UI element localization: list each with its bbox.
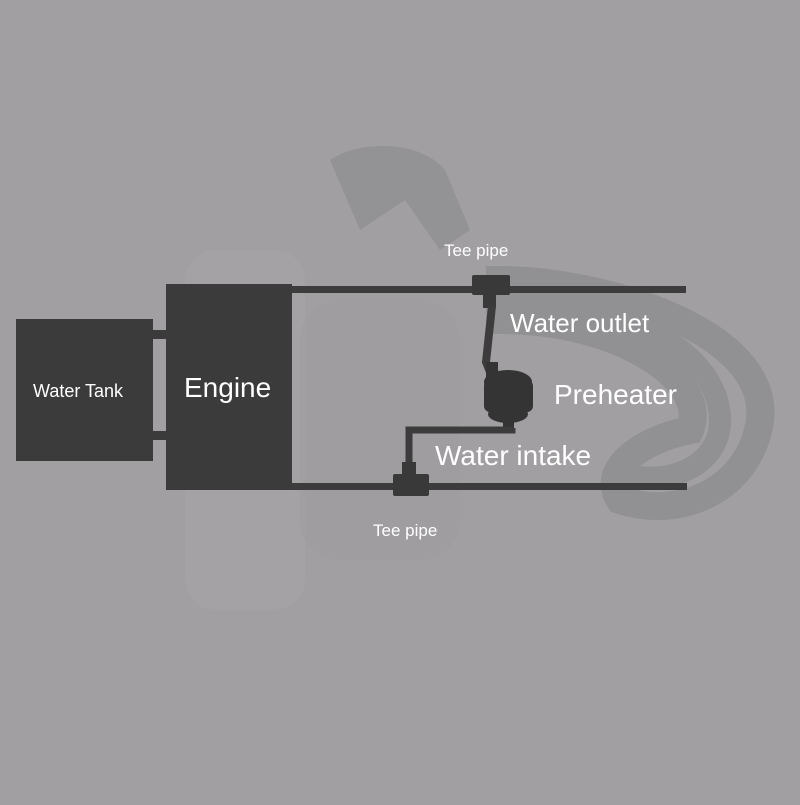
tank-engine-connector-top xyxy=(152,330,168,339)
preheater-label: Preheater xyxy=(554,379,677,410)
engine-box xyxy=(166,284,292,490)
intake-pipe xyxy=(290,483,687,490)
preheater-unit xyxy=(484,362,533,430)
tee-pipe-top-label: Tee pipe xyxy=(444,241,509,260)
water-intake-label: Water intake xyxy=(435,440,592,471)
tee-pipe-bottom-label: Tee pipe xyxy=(373,521,438,540)
water-outlet-label: Water outlet xyxy=(510,308,650,338)
intake-branch-pipe xyxy=(405,426,516,466)
water-tank-label: Water Tank xyxy=(33,381,124,401)
engine-label: Engine xyxy=(184,372,272,403)
tank-engine-connector-bottom xyxy=(152,431,168,440)
tee-pipe-bottom xyxy=(393,462,429,496)
water-tank-box xyxy=(16,319,153,461)
tee-pipe-top xyxy=(472,275,510,308)
